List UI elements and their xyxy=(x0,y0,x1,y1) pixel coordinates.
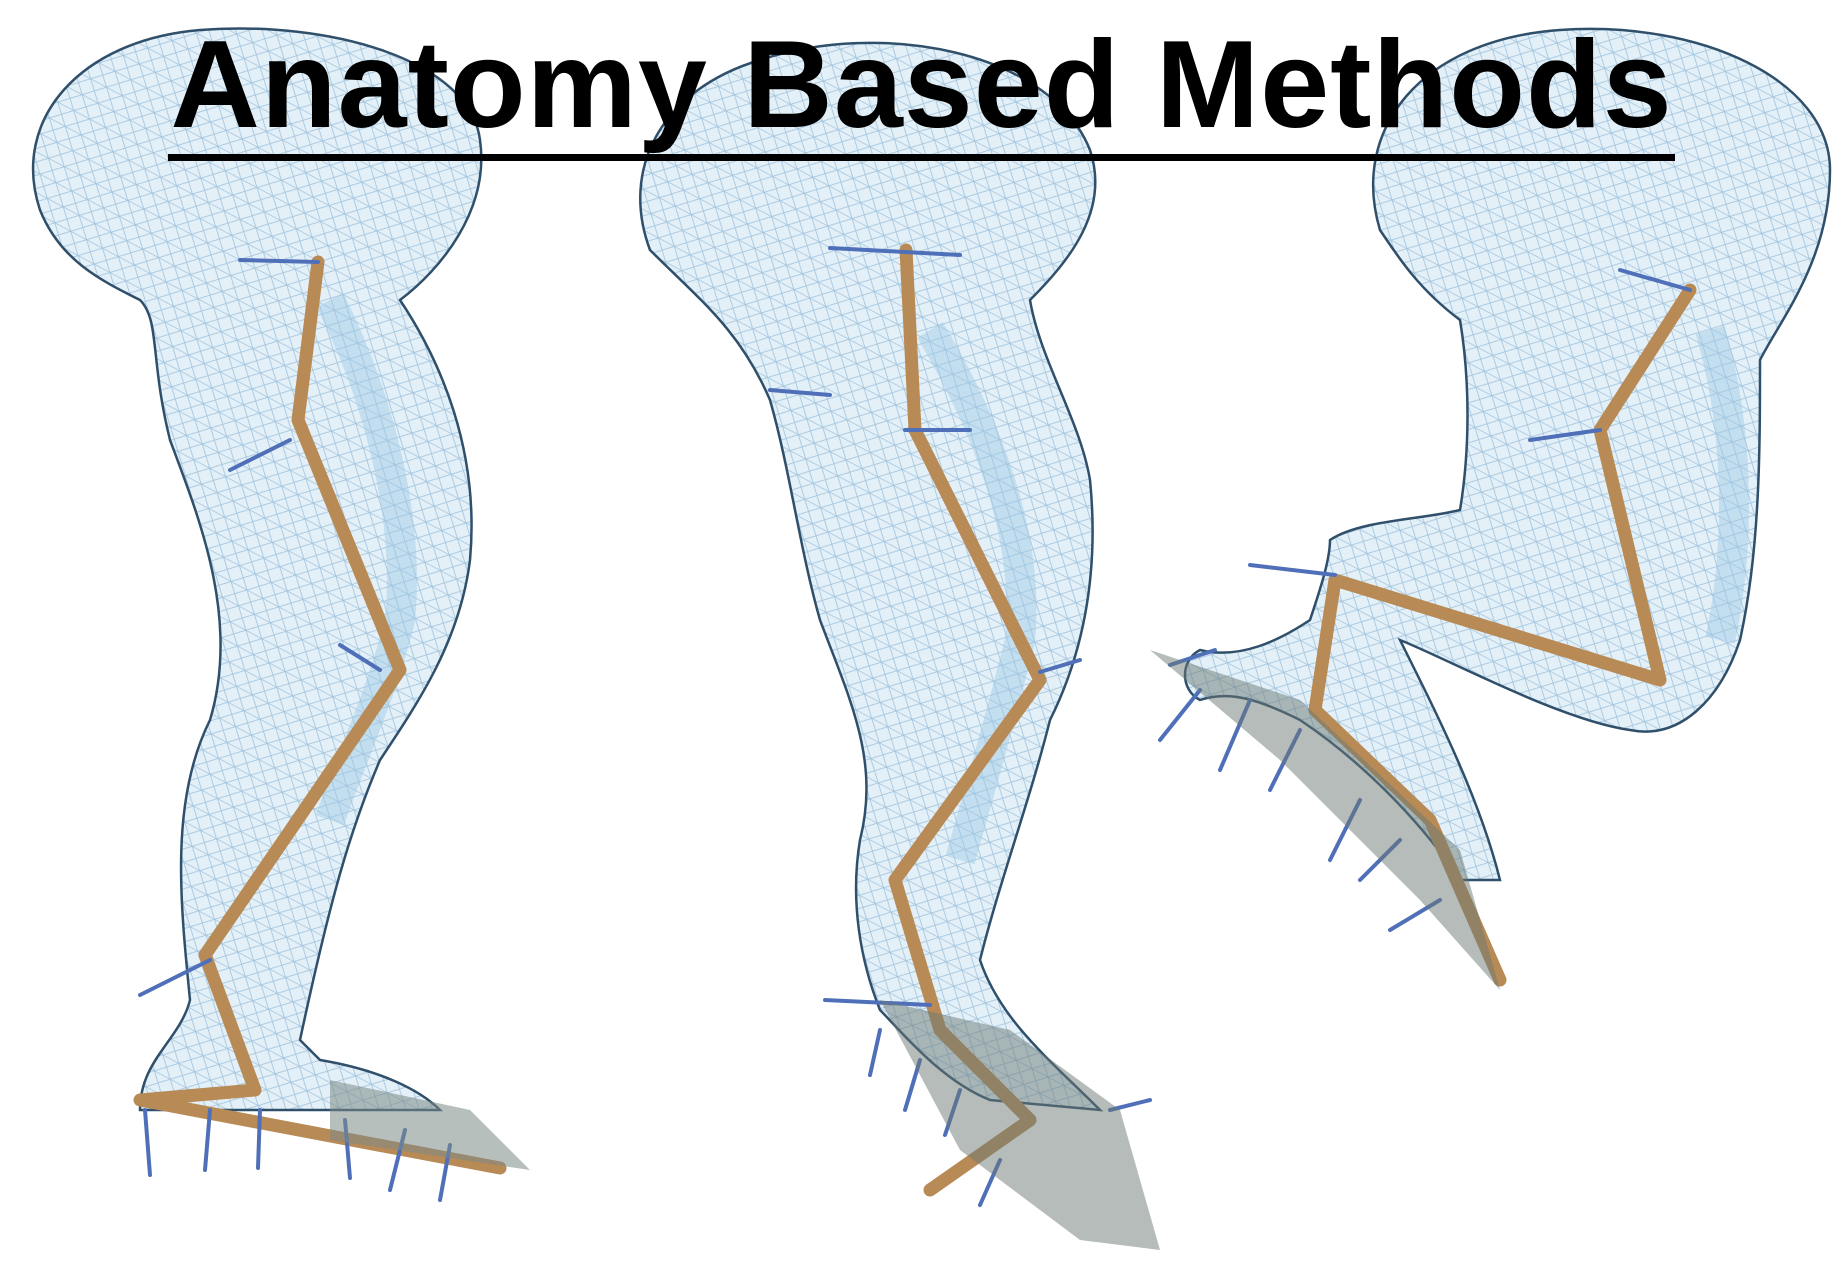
leg-figure-1 xyxy=(33,28,530,1200)
leg-figure-2 xyxy=(640,43,1160,1250)
slide-title: Anatomy Based Methods xyxy=(0,14,1843,157)
leg-figure-3 xyxy=(1150,29,1830,990)
foot-shadow-2 xyxy=(880,1000,1160,1250)
